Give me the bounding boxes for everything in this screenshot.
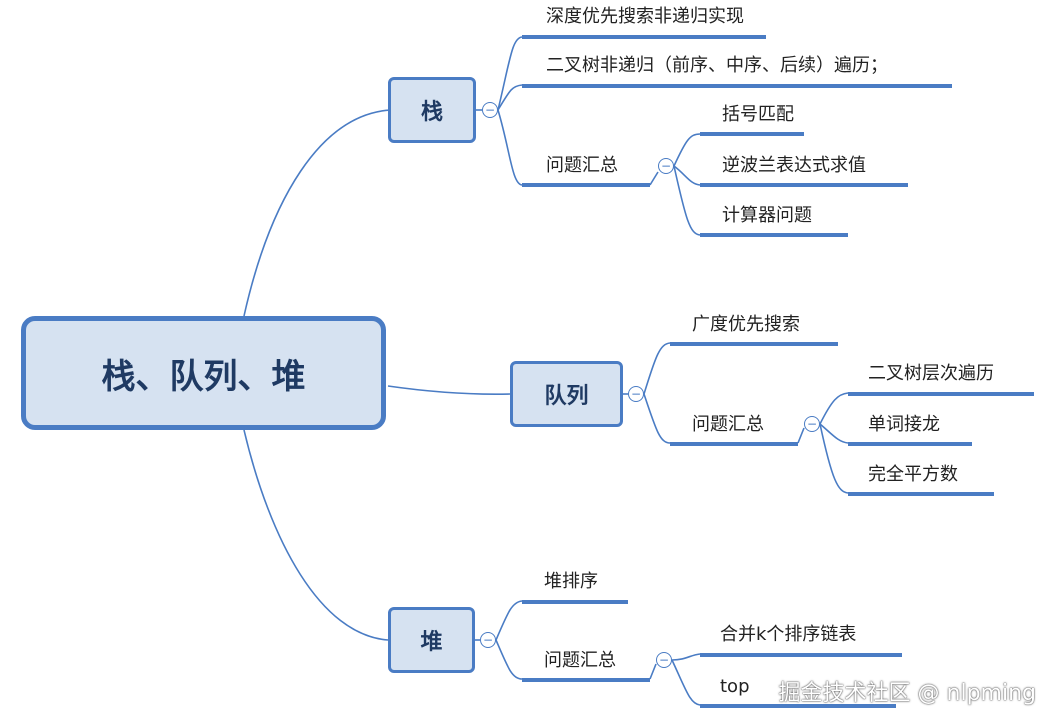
heap-problem-top-underline (700, 704, 896, 708)
stack-problems-underline (522, 183, 650, 187)
stack-problem-calculator[interactable]: 计算器问题 (722, 205, 812, 226)
queue-problems-underline (670, 442, 798, 446)
stack-problem-bracket-match[interactable]: 括号匹配 (722, 104, 794, 125)
heap-problems-label[interactable]: 问题汇总 (544, 650, 616, 671)
root-node[interactable]: 栈、队列、堆 (21, 316, 386, 430)
heap-problem-merge-k-lists[interactable]: 合并k个排序链表 (720, 624, 857, 645)
stack-item-tree-traversal[interactable]: 二叉树非递归（前序、中序、后续）遍历； (546, 55, 888, 76)
heap-collapse-toggle[interactable]: − (480, 632, 496, 648)
queue-node[interactable]: 队列 (510, 361, 623, 427)
stack-problems-collapse-toggle[interactable]: − (658, 158, 674, 174)
stack-problem-rpn-underline (700, 183, 908, 187)
queue-item-bfs-underline (670, 342, 838, 346)
queue-item-bfs[interactable]: 广度优先搜索 (692, 314, 800, 335)
stack-item-tree-traversal-underline (522, 84, 952, 88)
heap-problem-top[interactable]: top (720, 676, 750, 697)
heap-problems-collapse-toggle[interactable]: − (656, 652, 672, 668)
queue-problem-level-order-underline (848, 392, 1034, 396)
queue-problems-collapse-toggle[interactable]: − (804, 416, 820, 432)
stack-collapse-toggle[interactable]: − (482, 102, 498, 118)
queue-collapse-toggle[interactable]: − (628, 386, 644, 402)
queue-problem-word-ladder-underline (848, 442, 972, 446)
stack-problem-bracket-match-underline (700, 132, 804, 136)
queue-problems-label[interactable]: 问题汇总 (692, 414, 764, 435)
heap-problems-underline (522, 678, 650, 682)
stack-node[interactable]: 栈 (388, 77, 476, 143)
queue-problem-perfect-squares[interactable]: 完全平方数 (868, 464, 958, 485)
stack-problems-label[interactable]: 问题汇总 (546, 155, 618, 176)
heap-item-heapsort-underline (522, 600, 628, 604)
stack-item-dfs[interactable]: 深度优先搜索非递归实现 (546, 6, 744, 27)
stack-problem-calculator-underline (700, 233, 848, 237)
stack-item-dfs-underline (522, 35, 766, 39)
heap-item-heapsort[interactable]: 堆排序 (544, 571, 598, 592)
watermark: 掘金技术社区 @ nlpming (778, 681, 1036, 706)
queue-problem-perfect-squares-underline (848, 492, 994, 496)
queue-problem-level-order[interactable]: 二叉树层次遍历 (868, 363, 994, 384)
heap-node[interactable]: 堆 (388, 607, 475, 673)
stack-problem-rpn[interactable]: 逆波兰表达式求值 (722, 155, 866, 176)
heap-problem-merge-k-lists-underline (700, 653, 902, 657)
queue-problem-word-ladder[interactable]: 单词接龙 (868, 414, 940, 435)
